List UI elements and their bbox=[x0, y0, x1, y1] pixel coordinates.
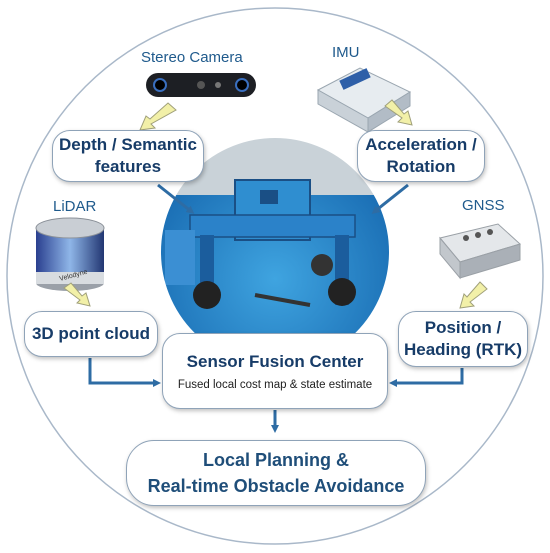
fusion-title: Sensor Fusion Center bbox=[186, 352, 364, 371]
blue-arrows bbox=[88, 183, 464, 433]
blue-arrow-position bbox=[389, 368, 464, 387]
fusion-subtitle: Fused local cost map & state estimate bbox=[177, 379, 373, 391]
lidar-device: Velodyne bbox=[35, 217, 105, 291]
acceleration-box: Acceleration / Rotation bbox=[357, 130, 485, 182]
accel-box-line2: Rotation bbox=[386, 157, 456, 176]
local-planning-box: Local Planning & Real-time Obstacle Avoi… bbox=[126, 440, 426, 506]
planning-line1: Local Planning & bbox=[202, 450, 349, 470]
yellow-arrow-lidar bbox=[63, 282, 91, 307]
depth-box-line1: Depth / Semantic bbox=[59, 135, 197, 154]
lidar-label: LiDAR bbox=[53, 198, 97, 215]
depth-box-line2: features bbox=[94, 157, 162, 176]
yellow-arrows bbox=[63, 99, 488, 309]
point-cloud-box: 3D point cloud bbox=[24, 311, 158, 357]
planning-line2: Real-time Obstacle Avoidance bbox=[147, 476, 405, 496]
stereo-camera-device bbox=[146, 73, 256, 97]
gnss-label: GNSS bbox=[462, 197, 505, 214]
yellow-arrow-gnss bbox=[459, 281, 488, 309]
sensor-fusion-box: Sensor Fusion Center Fused local cost ma… bbox=[162, 333, 388, 409]
position-box-line2: Heading (RTK) bbox=[403, 340, 523, 359]
position-heading-box: Position / Heading (RTK) bbox=[398, 311, 528, 367]
gnss-device bbox=[439, 223, 521, 280]
stereo-camera-label: Stereo Camera bbox=[141, 49, 243, 66]
accel-box-line1: Acceleration / bbox=[365, 135, 477, 154]
blue-arrow-accel bbox=[371, 183, 409, 214]
blue-arrow-depth bbox=[157, 183, 195, 214]
position-box-line1: Position / bbox=[424, 318, 502, 337]
cloud-box-label: 3D point cloud bbox=[31, 324, 151, 343]
yellow-arrow-camera bbox=[139, 102, 177, 131]
yellow-arrow-imu bbox=[384, 99, 413, 126]
imu-label: IMU bbox=[332, 44, 360, 61]
blue-arrow-cloud bbox=[88, 358, 161, 387]
depth-semantic-box: Depth / Semantic features bbox=[52, 130, 204, 182]
